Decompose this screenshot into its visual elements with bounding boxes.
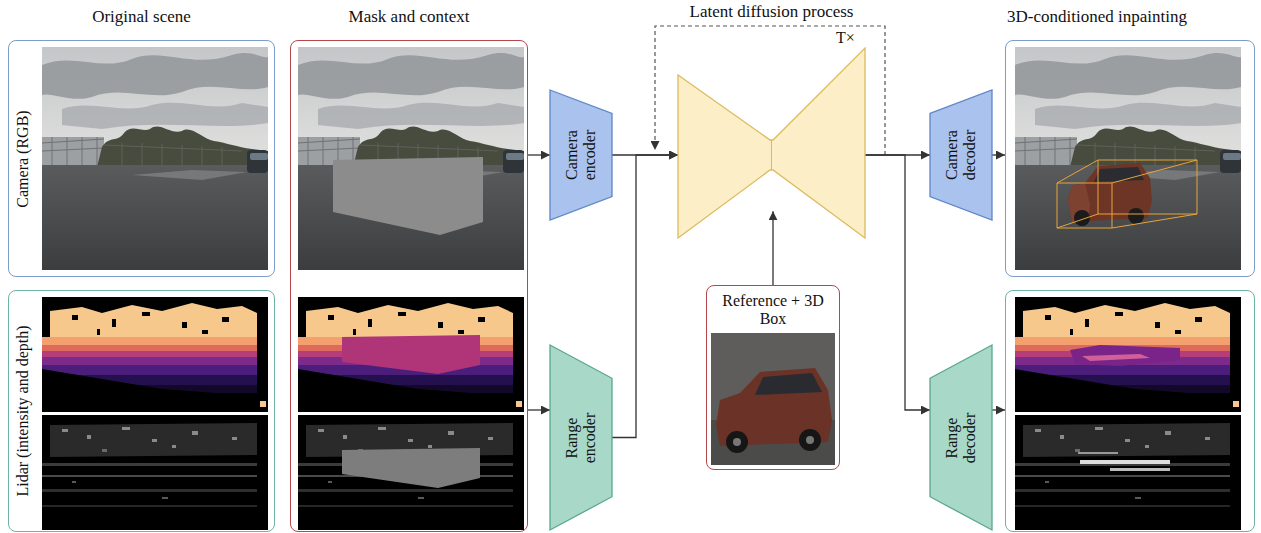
decoder-block-shape [930,90,992,220]
column-heading: Latent diffusion process [678,2,865,22]
scene-panel: Lidar (intensity and depth) [8,290,275,532]
arrow-connector [865,155,930,410]
arrow-connector [528,154,550,155]
decoder-block: Camera decoder [930,90,992,220]
arrow-connector [528,409,550,410]
decoder-block-shape [930,345,992,530]
column-heading: Original scene [9,7,274,27]
encoder-block-shape [550,90,612,220]
row-label: Camera (RGB) [14,110,32,207]
lidar-depth-image [42,297,1241,412]
column-heading: 3D-conditioned inpainting [973,7,1221,27]
inpainting-mask [333,157,483,488]
decoder-block: Range decoder [930,345,992,530]
iteration-label: T× [836,29,855,47]
arrow-connector [992,409,1005,410]
lidar-intensity-image [42,415,1241,530]
reference-car-image [711,333,835,465]
block-label: Camera decoder [943,118,979,193]
output-panel: 3D-conditioned inpainting [1005,40,1255,277]
encoder-block: Camera encoder [550,90,612,220]
scene-panel: Original sceneCamera (RGB) [8,40,275,277]
unet-block: Latent diffusion process [678,48,865,240]
mask-panel: Mask and context [290,40,528,532]
block-label: Range encoder [563,400,599,475]
row-label: Lidar (intensity and depth) [14,325,32,496]
encoder-block-shape [550,345,612,530]
column-heading: Mask and context [291,7,527,27]
block-label: Camera encoder [563,118,599,193]
arrow-connector [992,154,1005,155]
block-label: Range decoder [943,400,979,475]
encoder-block: Range encoder [550,345,612,530]
output-panel [1005,290,1255,532]
unet-block-outline [678,48,865,240]
camera-image [42,47,1241,270]
condition-box: Reference + 3D Box [706,285,840,470]
condition-label: Reference + 3D Box [707,292,839,328]
unet-block-shape [678,48,865,238]
arrow-connector [772,211,773,285]
unet-skip [771,140,772,170]
arrow-connector [612,155,678,438]
inpainted-car [1057,160,1197,471]
